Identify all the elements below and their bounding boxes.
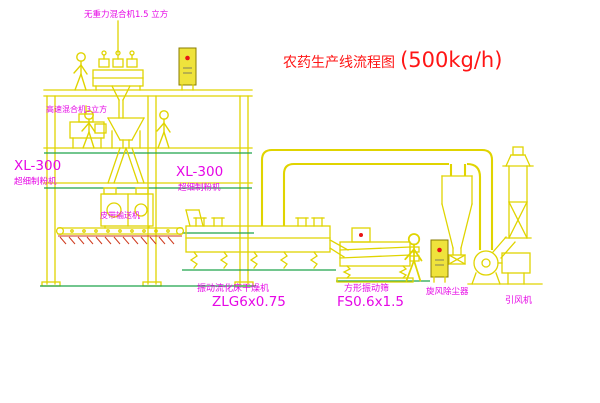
gravity-free-mixer	[92, 20, 144, 119]
cyclone-separator	[441, 175, 473, 265]
induced-draft-fan	[467, 236, 543, 285]
title-rate: (500kg/h)	[400, 48, 502, 72]
label-mill-left-model: XL-300	[14, 158, 61, 174]
label-screen-name: 方形振动筛	[344, 282, 389, 294]
splitter-pipe	[107, 147, 145, 184]
panel-indicator-light	[185, 55, 190, 61]
label-mill-right-model: XL-300	[176, 164, 223, 180]
fluid-bed-dryer	[185, 209, 349, 269]
label-mill-right-name: 超细制粉机	[178, 182, 221, 193]
vibrating-screen	[336, 227, 420, 283]
panel-indicator-light	[437, 247, 442, 253]
label-high-speed-mixer: 高速混合机3立方	[46, 104, 107, 114]
label-screen-model: FS0.6x1.5	[337, 294, 404, 310]
worker-figure	[81, 110, 96, 149]
label-dryer-name: 振动流化床干燥机	[197, 282, 269, 294]
mill-feed-hopper	[94, 117, 145, 149]
exhaust-duct	[260, 148, 494, 250]
label-mill-left-name: 超细制粉机	[14, 176, 57, 187]
label-cyclone: 旋风除尘器	[426, 286, 469, 297]
fine-mill	[100, 187, 154, 229]
ground-lines	[182, 269, 430, 282]
worker-figure	[156, 110, 171, 149]
label-dryer-model: ZLG6x0.75	[212, 294, 286, 310]
drawing-title: 农药生产线流程图 (500kg/h)	[283, 48, 502, 72]
label-gravity-mixer: 无重力混合机1.5 立方	[84, 9, 168, 20]
control-panel-top	[178, 47, 197, 91]
label-fan: 引风机	[505, 294, 532, 306]
title-text: 农药生产线流程图	[283, 55, 395, 71]
label-belt-conveyor: 皮带输送机	[100, 210, 140, 220]
control-panel-ground	[430, 239, 449, 283]
worker-figure	[73, 52, 88, 91]
screen-indicator-dot	[359, 233, 363, 237]
pit-hatch	[58, 235, 182, 245]
belt-conveyor	[55, 226, 185, 236]
worker-figure	[404, 233, 423, 282]
exhaust-stack	[502, 146, 534, 239]
